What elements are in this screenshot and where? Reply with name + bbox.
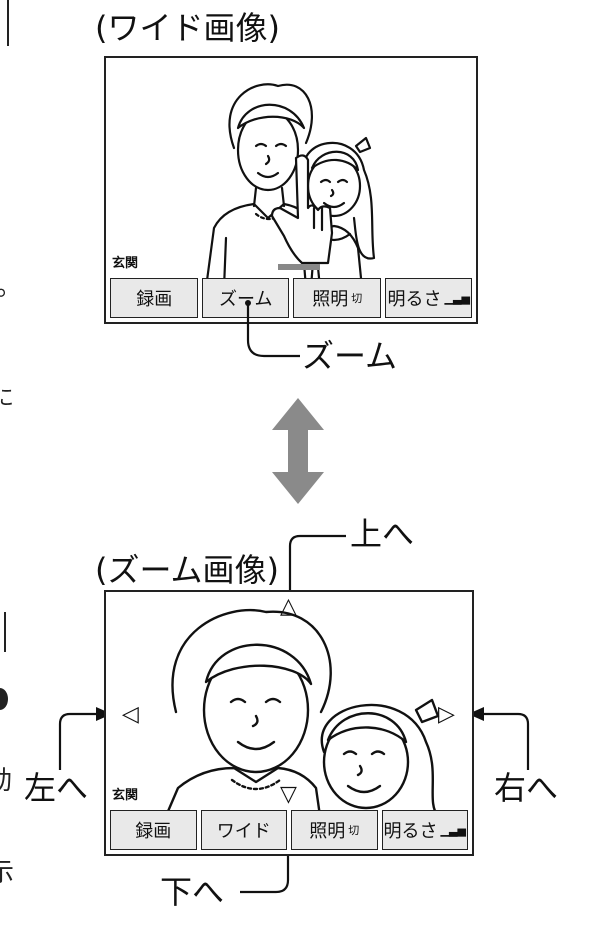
wide-location-label: 玄関 [112, 256, 139, 271]
zoom-light-state: 切 [348, 824, 360, 837]
margin-dot [0, 688, 8, 710]
signal-icon: ▁▃▅ [440, 823, 466, 837]
wide-zoom-label: ズーム [219, 289, 273, 310]
zoom-illustration [164, 608, 440, 816]
zoom-light-label: 照明 [309, 821, 346, 842]
wide-record-label: 録画 [136, 289, 173, 310]
wide-light-label: 照明 [312, 289, 349, 310]
margin-glyph-3: 動 [0, 760, 12, 797]
signal-icon: ▁▃▅ [444, 291, 470, 305]
zoom-brightness-label: 明るさ [383, 821, 438, 842]
zoom-callout-label: ズーム [302, 337, 398, 375]
zoom-brightness-button[interactable]: 明るさ▁▃▅ [381, 810, 468, 850]
left-label: 左へ [24, 769, 89, 807]
margin-bar-top [0, 0, 9, 46]
down-label: 下へ [160, 873, 225, 911]
pan-up-icon[interactable]: △ [280, 594, 297, 619]
zoom-record-label: 録画 [135, 821, 172, 842]
wide-illustration [204, 83, 376, 288]
wide-record-button[interactable]: 録画 [110, 278, 199, 318]
margin-glyph-1: 。 [0, 266, 22, 303]
wide-screen: 玄関 録画 ズーム 照明切 明るさ▁▃▅ [104, 56, 478, 324]
toggle-arrow-icon [272, 398, 324, 504]
wide-brightness-button[interactable]: 明るさ▁▃▅ [385, 278, 472, 318]
wide-button-bar: 録画 ズーム 照明切 明るさ▁▃▅ [110, 278, 472, 318]
margin-bar-mid [0, 612, 6, 652]
up-label: 上へ [350, 515, 415, 553]
zoom-location-label: 玄関 [112, 788, 139, 803]
zoom-caption: (ズーム画像) [95, 551, 280, 589]
margin-glyph-4: 示 [0, 858, 15, 888]
pan-left-icon[interactable]: ◁ [122, 702, 139, 727]
zoom-wide-button[interactable]: ワイド [200, 810, 287, 850]
zoom-light-button[interactable]: 照明切 [291, 810, 378, 850]
right-label: 右へ [494, 769, 559, 807]
wide-light-state: 切 [351, 292, 363, 305]
zoom-button-bar: 録画 ワイド 照明切 明るさ▁▃▅ [110, 810, 468, 850]
pan-down-icon[interactable]: ▽ [280, 782, 297, 807]
wide-caption: (ワイド画像) [95, 9, 280, 47]
pan-right-icon[interactable]: ▷ [438, 702, 455, 727]
wide-brightness-label: 明るさ [387, 289, 442, 310]
wide-light-button[interactable]: 照明切 [293, 278, 382, 318]
zoom-record-button[interactable]: 録画 [110, 810, 197, 850]
wide-zoom-button[interactable]: ズーム [202, 278, 289, 318]
zoom-wide-label: ワイド [216, 821, 271, 842]
zoom-screen: △ ◁ ▷ ▽ 玄関 録画 ワイド 照明切 明るさ▁▃▅ [104, 590, 474, 856]
margin-glyph-2: に [0, 386, 15, 411]
